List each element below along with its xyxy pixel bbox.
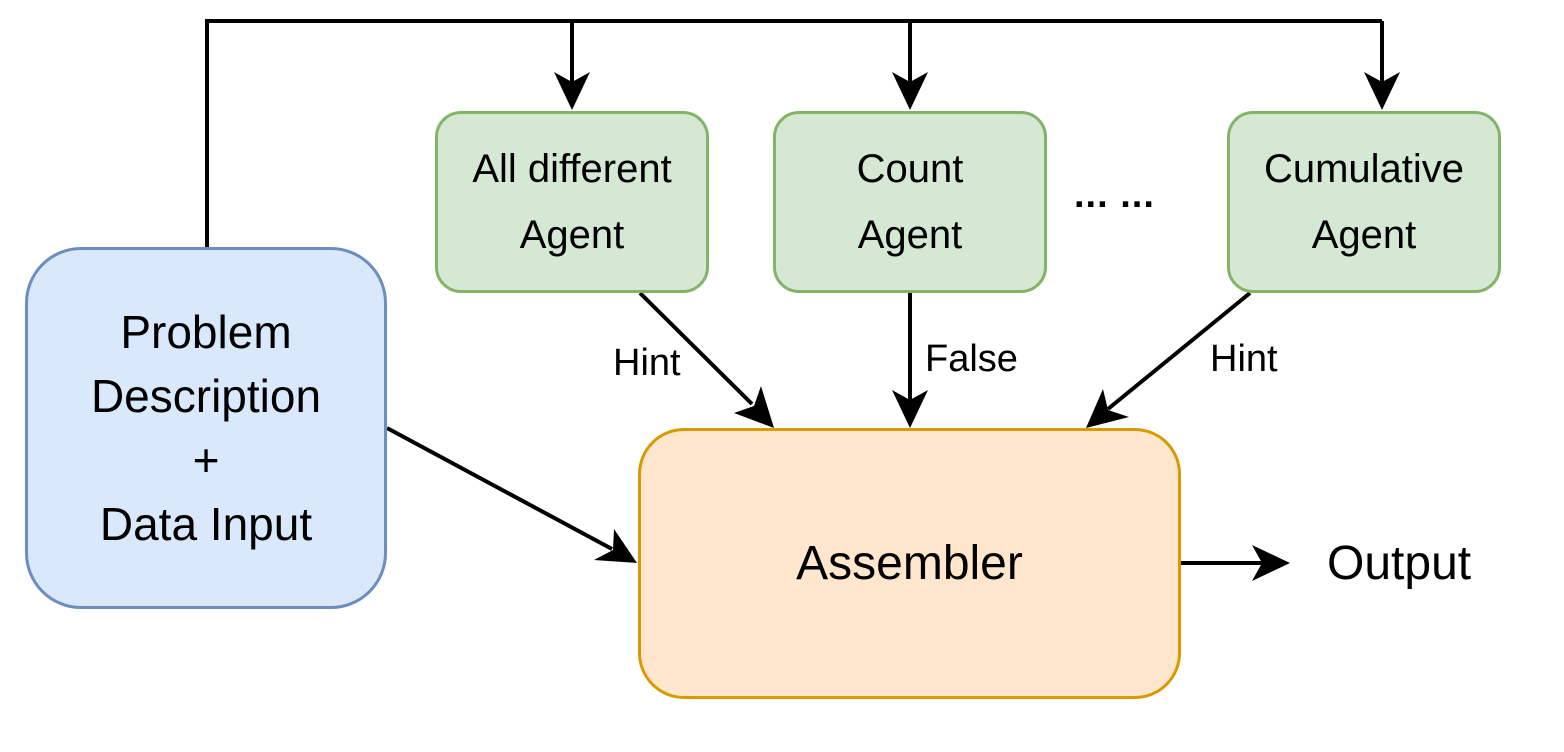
agent-suffix: Agent — [857, 213, 963, 257]
agent-name: Count — [856, 147, 964, 191]
assembler-block: Assembler — [638, 428, 1181, 699]
arrowhead-assembler-from-count — [892, 390, 928, 428]
assembler-label: Assembler — [796, 537, 1023, 590]
edge-cumulative-to-assembler — [1106, 291, 1252, 411]
agent-suffix: Agent — [1311, 213, 1417, 257]
agent-cumulative: Cumulative Agent — [1227, 111, 1501, 293]
agent-name: Cumulative — [1263, 147, 1465, 191]
edge-label-all-different: Hint — [613, 342, 681, 384]
arrowhead-cumulative — [1364, 72, 1400, 110]
agent-name: All different — [472, 147, 672, 191]
agent-suffix: Agent — [519, 213, 625, 257]
edge-all-different-to-assembler — [638, 291, 754, 406]
arrowhead-assembler-from-all-different — [734, 386, 774, 428]
output-label: Output — [1327, 537, 1472, 590]
input-line-3: + — [192, 434, 220, 486]
input-line-4: Data Input — [99, 498, 313, 550]
arrowhead-assembler-from-input — [594, 529, 637, 563]
arrowhead-assembler-from-cumulative — [1086, 389, 1129, 428]
input-line-2: Description — [90, 370, 322, 422]
arrowhead-all-different — [554, 72, 590, 110]
input-block: Problem Description + Data Input — [25, 247, 387, 609]
agent-count: Count Agent — [773, 111, 1047, 293]
distribution-bus — [205, 19, 1382, 247]
arrowhead-count — [892, 72, 928, 110]
more-agents-ellipsis: ... ... — [1074, 174, 1155, 216]
input-line-1: Problem — [120, 306, 292, 358]
edge-input-to-assembler — [386, 426, 613, 551]
edge-label-cumulative: Hint — [1210, 338, 1278, 380]
edge-label-count: False — [925, 338, 1018, 380]
arrowhead-output — [1252, 545, 1290, 581]
agent-all-different: All different Agent — [435, 111, 709, 293]
